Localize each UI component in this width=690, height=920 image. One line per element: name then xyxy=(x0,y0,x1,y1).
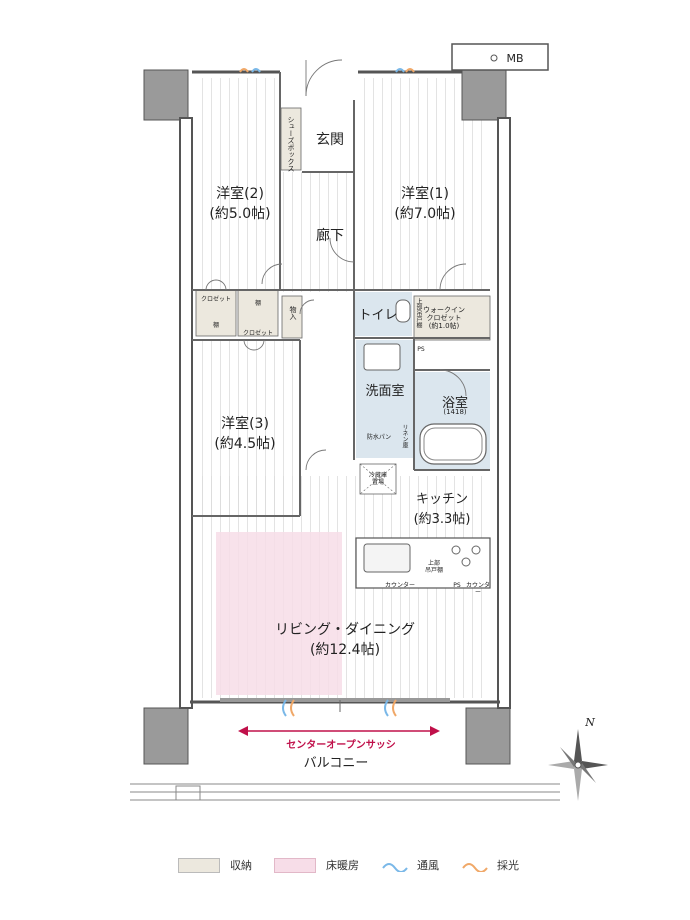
kitchen-sink xyxy=(363,543,411,573)
sash-label: センターオープンサッシ xyxy=(286,740,396,751)
counter-label-1: カウンター xyxy=(384,582,415,589)
legend-label-ventilation: 通風 xyxy=(417,859,439,872)
room-corridor: 廊下 xyxy=(316,228,344,244)
closet-area-2 xyxy=(237,289,279,337)
legend-label-floor-heating: 床暖房 xyxy=(326,859,359,872)
doors xyxy=(205,59,467,471)
compass-icon xyxy=(548,729,608,801)
room-entrance: 玄関 xyxy=(316,132,344,148)
room-western-2: 洋室(2) (約5.0帖) xyxy=(209,186,271,222)
legend-label-storage: 収納 xyxy=(230,859,252,872)
toilet-bowl xyxy=(395,299,411,323)
legend-swatch-floor-heating xyxy=(274,857,316,873)
walkin-area xyxy=(413,295,491,341)
storage-label: 物入 xyxy=(289,306,297,320)
floor-corridor xyxy=(282,172,354,292)
walls xyxy=(143,69,511,765)
floor-western2 xyxy=(195,78,280,290)
storage-area xyxy=(281,295,303,339)
room-toilet: トイレ xyxy=(358,308,398,323)
legend: 収納 床暖房 通風 採光 xyxy=(178,856,519,874)
legend-swatch-storage xyxy=(178,857,220,873)
room-western-1: 洋室(1) (約7.0帖) xyxy=(394,186,456,222)
closet-area-1 xyxy=(195,289,237,337)
shoebox-label: シューズボックス xyxy=(287,116,295,172)
upper-shelf-kitchen-label: 上部 吊戸棚 xyxy=(424,560,443,574)
mb-box xyxy=(451,43,549,71)
room-bathroom: 浴室 xyxy=(441,396,468,411)
floor-heating-zone xyxy=(216,532,342,695)
waterproof-pan-label: 防水パン xyxy=(366,434,392,441)
ventilation-light-marks xyxy=(239,68,415,717)
room-kitchen: キッチン (約3.3帖) xyxy=(413,492,471,527)
light-icon xyxy=(462,863,488,872)
room-washroom: 洗面室 xyxy=(365,384,405,399)
compass-north-label: N xyxy=(585,716,595,729)
linen-label: リネン庫 xyxy=(401,424,408,448)
room-walkin-closet: ウォークイン クロゼット (約1.0帖) xyxy=(423,306,465,330)
mb-label: MB xyxy=(506,52,524,65)
closet-label-1: クロゼット xyxy=(200,296,231,303)
fridge-area xyxy=(359,463,397,495)
room-balcony: バルコニー xyxy=(303,756,369,771)
legend-label-light: 採光 xyxy=(497,859,519,872)
room-western-3: 洋室(3) (約4.5帖) xyxy=(214,416,276,452)
wash-basin xyxy=(363,343,401,371)
upper-shelf-toilet-label: 上部吊戸棚 xyxy=(415,298,422,328)
ps-label-2: PS xyxy=(453,582,461,589)
ventilation-icon xyxy=(382,863,408,872)
ps-label-1: PS xyxy=(417,346,425,353)
room-living: リビング・ダイニング (約12.4帖) xyxy=(275,622,415,658)
counter-label-2: カウンター xyxy=(465,582,490,596)
bath-size: (1418) xyxy=(443,408,467,416)
bathtub xyxy=(419,423,487,465)
fridge-label: 冷蔵庫 置場 xyxy=(368,472,387,486)
shelf-label-1: 棚 xyxy=(212,322,219,329)
shelf-label-2: 棚 xyxy=(254,300,261,307)
closet-label-2: クロゼット xyxy=(242,330,273,337)
